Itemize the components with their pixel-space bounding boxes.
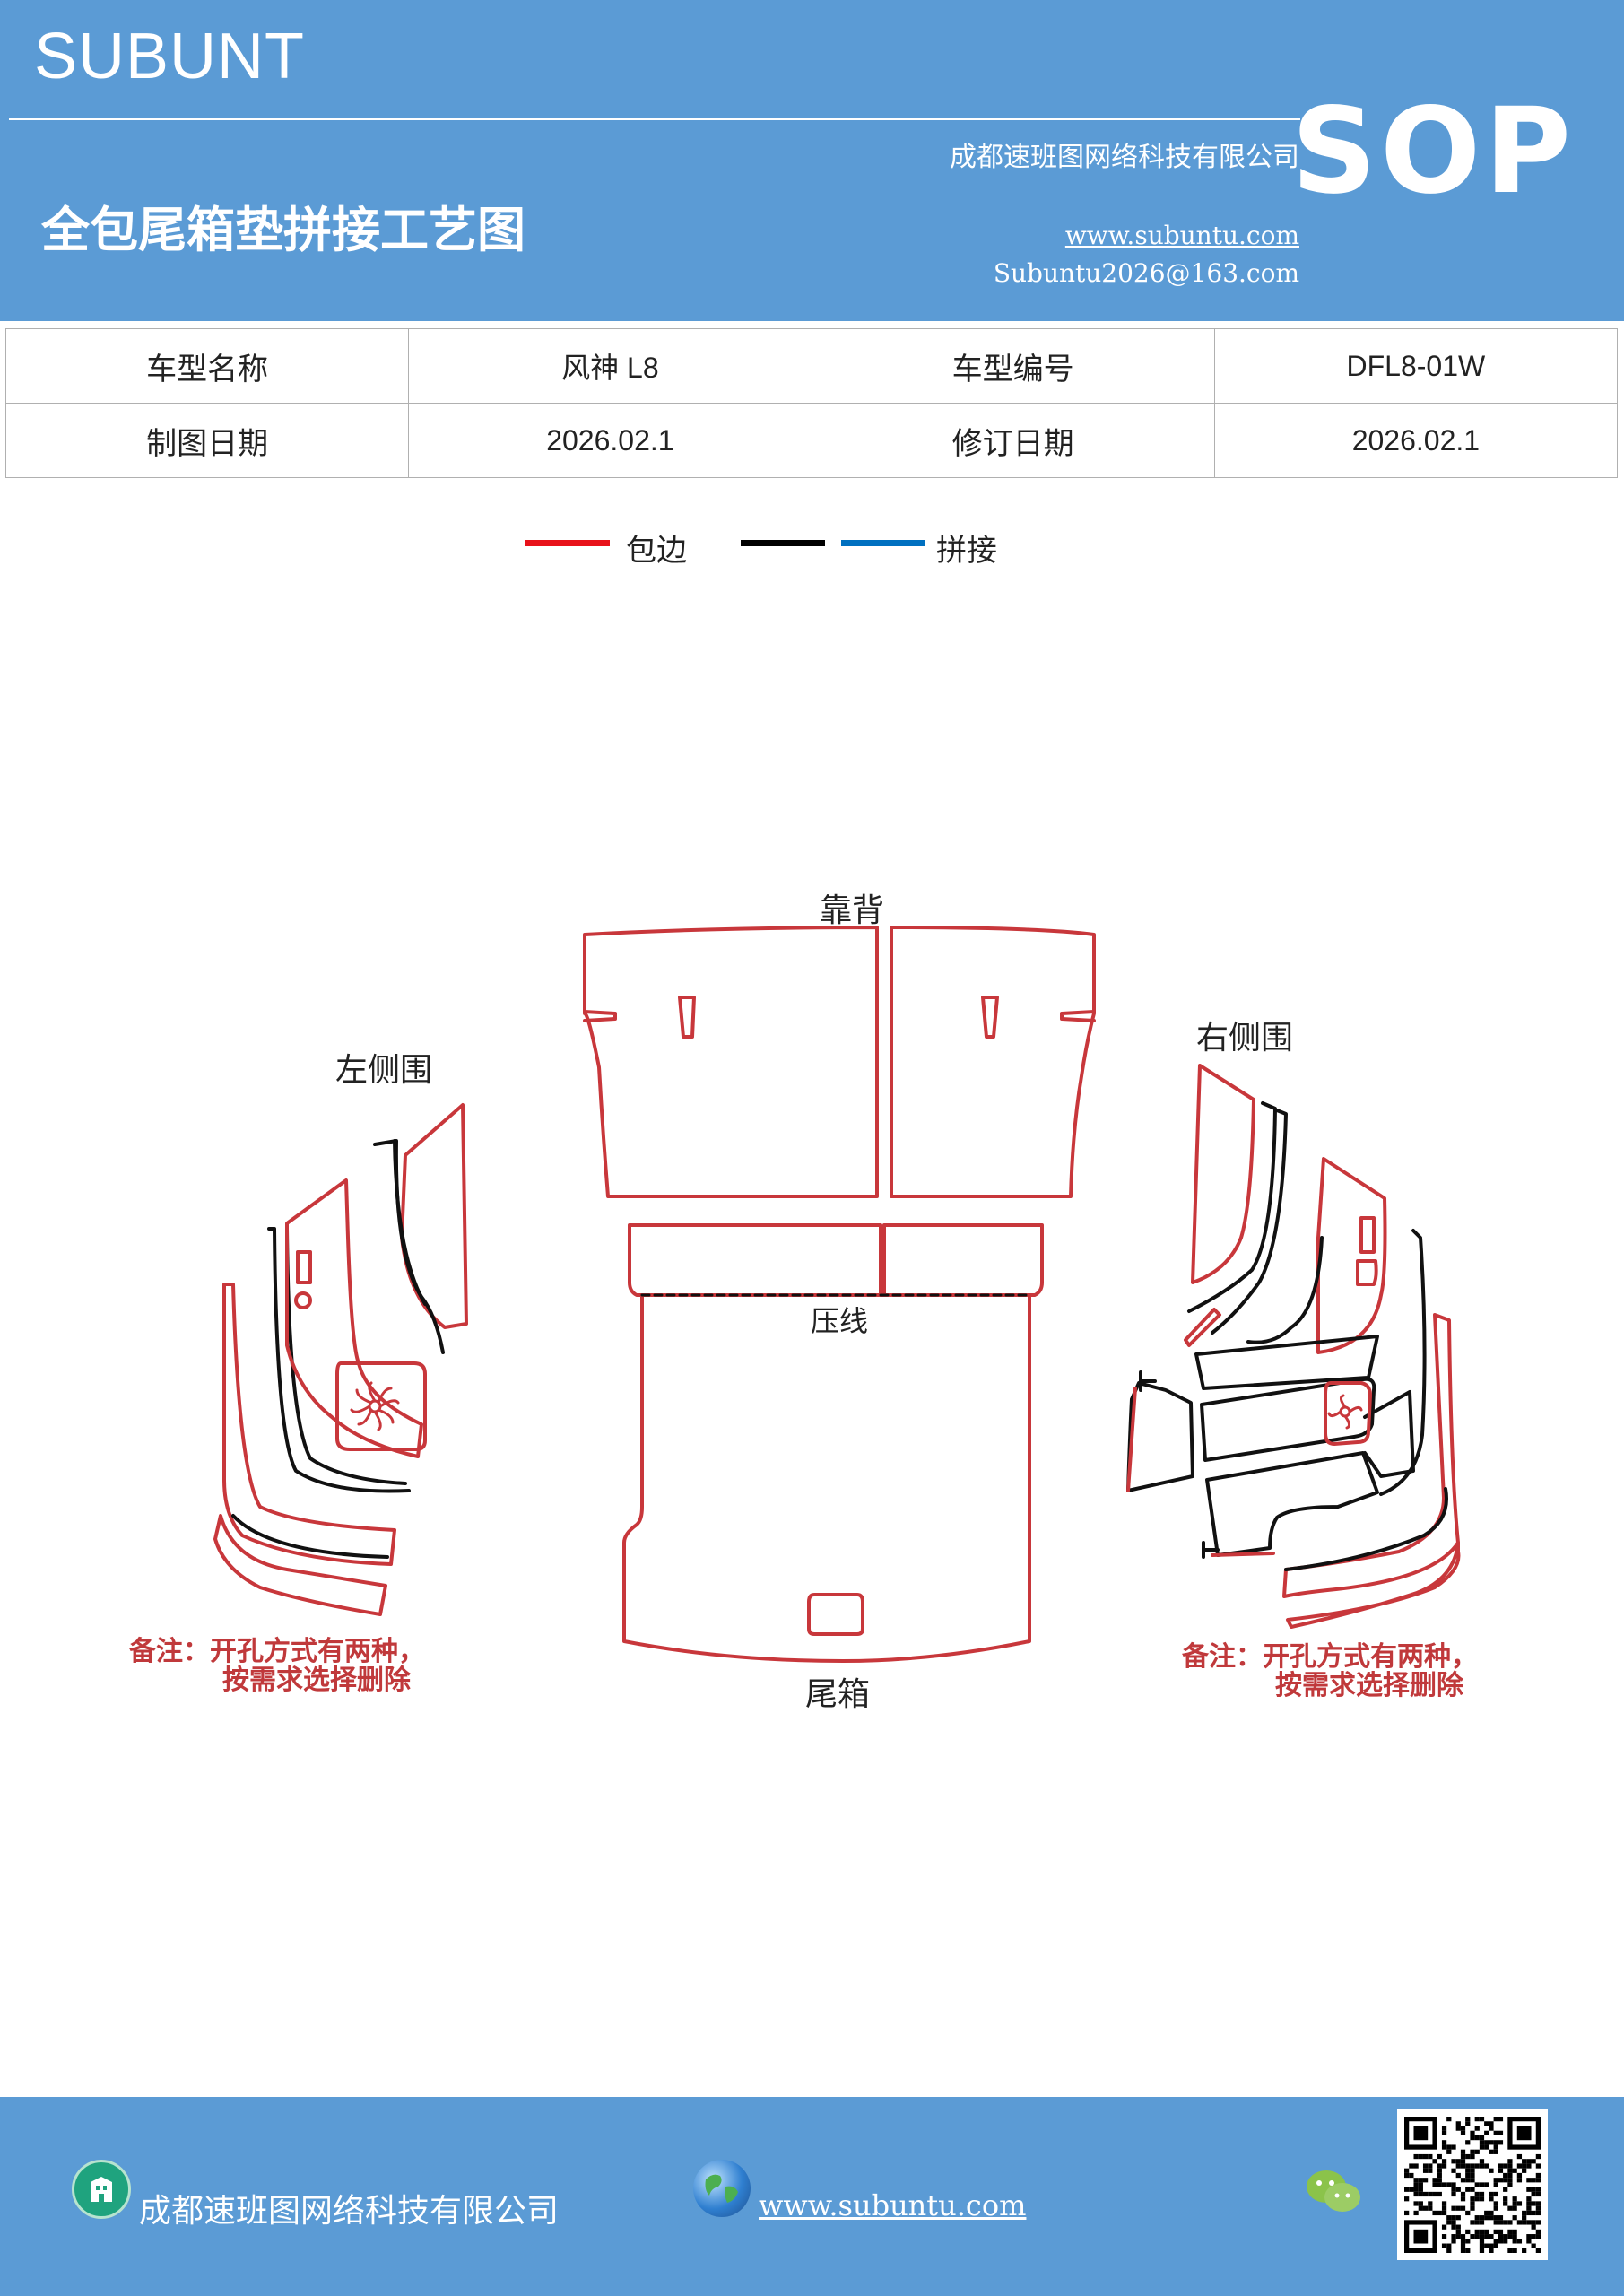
qr-code [1397, 2109, 1548, 2260]
left-side-hole [294, 1292, 312, 1309]
table-cell: DFL8-01W [1213, 328, 1619, 404]
right-side-seam-3 [1246, 1236, 1324, 1344]
pattern-svg [213, 926, 1461, 1663]
right-side-edge-notch [1184, 1308, 1221, 1347]
trunk-top-strip-left [628, 1223, 882, 1297]
right-side-outer-edge [1282, 1313, 1460, 1598]
website-link[interactable]: www.subuntu.com [1064, 221, 1299, 250]
table-cell: 制图日期 [4, 403, 410, 478]
header-divider [9, 118, 1300, 120]
backrest-right-panel [890, 926, 1096, 1198]
table-cell: 2026.02.1 [408, 403, 812, 478]
legend-swatch-red [525, 540, 610, 546]
footer-company-name: 成都速班图网络科技有限公司 [139, 2193, 560, 2230]
right-side-stop-mark-2 [1202, 1541, 1220, 1559]
table-cell: 车型名称 [4, 328, 410, 404]
table-cell: 风神 L8 [408, 328, 812, 404]
right-side-bottom-strip [1286, 1541, 1461, 1629]
legend-swatch-black [741, 540, 825, 546]
contact-email: Subuntu2026@163.com [993, 258, 1299, 288]
left-side-seam-2 [285, 1227, 407, 1485]
right-side-vent-icon [1327, 1394, 1363, 1430]
qr-code-graphic [1404, 2117, 1541, 2253]
label-left-side: 左侧围 [335, 1052, 433, 1089]
left-side-outer-edge [222, 1283, 396, 1566]
left-side-seam-4 [393, 1139, 427, 1306]
table-row: 车型名称 风神 L8 车型编号 DFL8-01W [4, 328, 1619, 404]
note-right: 备注：开孔方式有两种， 按需求选择删除 [1182, 1643, 1478, 1700]
right-side-seam-5 [1379, 1229, 1427, 1496]
right-side-vent-frame [1324, 1381, 1372, 1446]
legend-label: 包边 [626, 533, 687, 569]
right-side-seam-6 [1284, 1487, 1448, 1571]
right-side-bottom-edge [1211, 1552, 1275, 1557]
note-right-line1: 备注：开孔方式有两种， [1182, 1641, 1478, 1673]
brand-logo-text: SUBUNT [34, 21, 306, 92]
legend-label: 拼接 [936, 533, 997, 569]
right-side-panel-top [1191, 1064, 1255, 1284]
left-side-seam-5 [231, 1514, 389, 1559]
globe-icon [693, 2160, 751, 2217]
footer-banner: 成都速班图网络科技有限公司 www.subuntu.com [0, 2097, 1624, 2296]
left-side-bottom-edge [213, 1514, 387, 1616]
sop-badge: SOP [1290, 83, 1575, 221]
backrest-right-tab [1060, 1010, 1096, 1022]
trunk-top-strip-right [882, 1223, 1044, 1297]
company-name: 成都速班图网络科技有限公司 [950, 142, 1299, 173]
right-side-strip-2 [1200, 1377, 1376, 1462]
right-side-panel-upper [1316, 1157, 1387, 1354]
right-side-stop-mark-1 [1139, 1370, 1157, 1392]
right-side-slot-1 [1359, 1216, 1376, 1254]
backrest-left-tab [583, 1010, 617, 1022]
right-side-slot-2 [1356, 1259, 1378, 1286]
label-right-side: 右侧围 [1196, 1020, 1294, 1057]
wechat-icon[interactable] [1305, 2167, 1362, 2217]
note-right-line2: 按需求选择删除 [1275, 1670, 1463, 1701]
label-trunk: 尾箱 [805, 1676, 871, 1713]
label-backrest: 靠背 [820, 892, 885, 929]
header-banner: SUBUNT 成都速班图网络科技有限公司 全包尾箱垫拼接工艺图 www.subu… [0, 0, 1624, 321]
table-cell: 修订日期 [811, 403, 1215, 478]
right-side-block-left-edge [1126, 1387, 1137, 1492]
document-title: 全包尾箱垫拼接工艺图 [41, 202, 525, 258]
table-cell: 2026.02.1 [1213, 403, 1619, 478]
right-side-strip-3 [1205, 1451, 1379, 1557]
right-side-block-left [1126, 1381, 1194, 1492]
footer-website-link[interactable]: www.subuntu.com [759, 2188, 1027, 2222]
cutting-pattern-drawing: 靠背 左侧围 右侧围 压线 尾箱 备注：开孔方式有两种， 按需求选择删除 备注：… [0, 861, 1624, 1722]
table-row: 制图日期 2026.02.1 修订日期 2026.02.1 [4, 403, 1619, 478]
left-side-vent-icon [350, 1381, 400, 1431]
right-side-seam-1 [1187, 1101, 1277, 1313]
left-side-seam-1 [267, 1227, 411, 1493]
legend-swatch-blue [841, 540, 925, 546]
right-side-seam-2 [1211, 1109, 1288, 1335]
left-side-slot [296, 1250, 312, 1284]
vehicle-info-table: 车型名称 风神 L8 车型编号 DFL8-01W 制图日期 2026.02.1 … [4, 328, 1619, 478]
table-cell: 车型编号 [811, 328, 1215, 404]
backrest-right-slot [981, 996, 999, 1039]
note-left: 备注：开孔方式有两种， 按需求选择删除 [129, 1638, 425, 1695]
left-side-panel-top [400, 1103, 468, 1329]
label-crease: 压线 [811, 1304, 869, 1338]
trunk-handle-cutout [807, 1593, 864, 1636]
right-side-seam-4 [1363, 1390, 1415, 1478]
left-side-vent-frame [335, 1361, 427, 1451]
backrest-left-panel [583, 926, 879, 1198]
left-side-panel-upper [285, 1178, 423, 1458]
left-side-seam-3 [373, 1139, 445, 1354]
note-left-line2: 按需求选择删除 [222, 1665, 411, 1696]
note-left-line1: 备注：开孔方式有两种， [129, 1636, 425, 1667]
trunk-floor-panel [622, 1293, 1031, 1663]
backrest-left-slot [678, 996, 696, 1039]
building-icon [72, 2160, 131, 2219]
